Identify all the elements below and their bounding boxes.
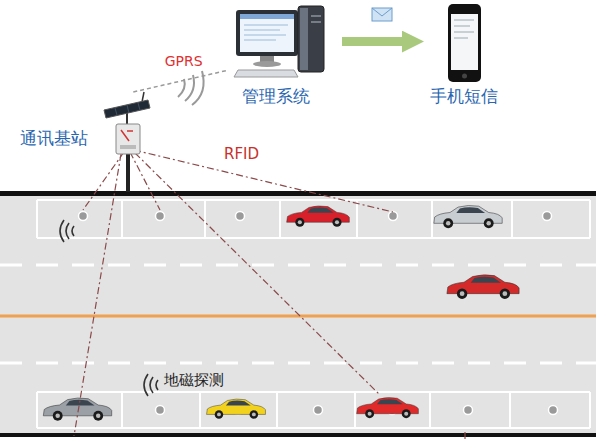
car (287, 206, 350, 227)
rfid-lines (74, 150, 465, 441)
road-edge (0, 433, 596, 437)
label-anchor: RFID (222, 144, 261, 163)
node-label: 手机短信 (430, 86, 498, 106)
rfid-label: RFID (222, 145, 261, 163)
sms-arrow (342, 37, 410, 46)
base-station-node: 通讯基站 (16, 92, 154, 195)
edge-label-anchor: GPRS (163, 51, 205, 70)
lane-line (0, 362, 596, 365)
parking-slots (37, 200, 590, 238)
geomagnetic-sensors (76, 212, 558, 415)
phone-sms-node: 手机短信 (424, 2, 508, 112)
car (357, 398, 419, 419)
computer-icon (234, 6, 324, 77)
parking-slots (37, 392, 590, 428)
edge-label: GPRS (163, 53, 205, 70)
car (434, 205, 502, 228)
geomagnetic-label: 地磁探测 (162, 371, 226, 389)
road-edge (0, 191, 596, 196)
wireless-waves (60, 220, 158, 396)
phone-icon (448, 4, 481, 82)
cars (43, 205, 519, 420)
envelope-icon (372, 8, 392, 21)
base-station-icon (104, 92, 150, 192)
center-line (0, 315, 596, 318)
label-anchor: 地磁探测 (162, 370, 226, 389)
lane-line (0, 264, 596, 267)
car (207, 399, 266, 419)
node-label: 管理系统 (242, 86, 310, 106)
node-label: 通讯基站 (20, 128, 88, 148)
management-system-node: 管理系统 (228, 2, 342, 112)
gprs-link (133, 70, 228, 92)
car (447, 275, 519, 299)
gprs-waves (178, 71, 204, 105)
